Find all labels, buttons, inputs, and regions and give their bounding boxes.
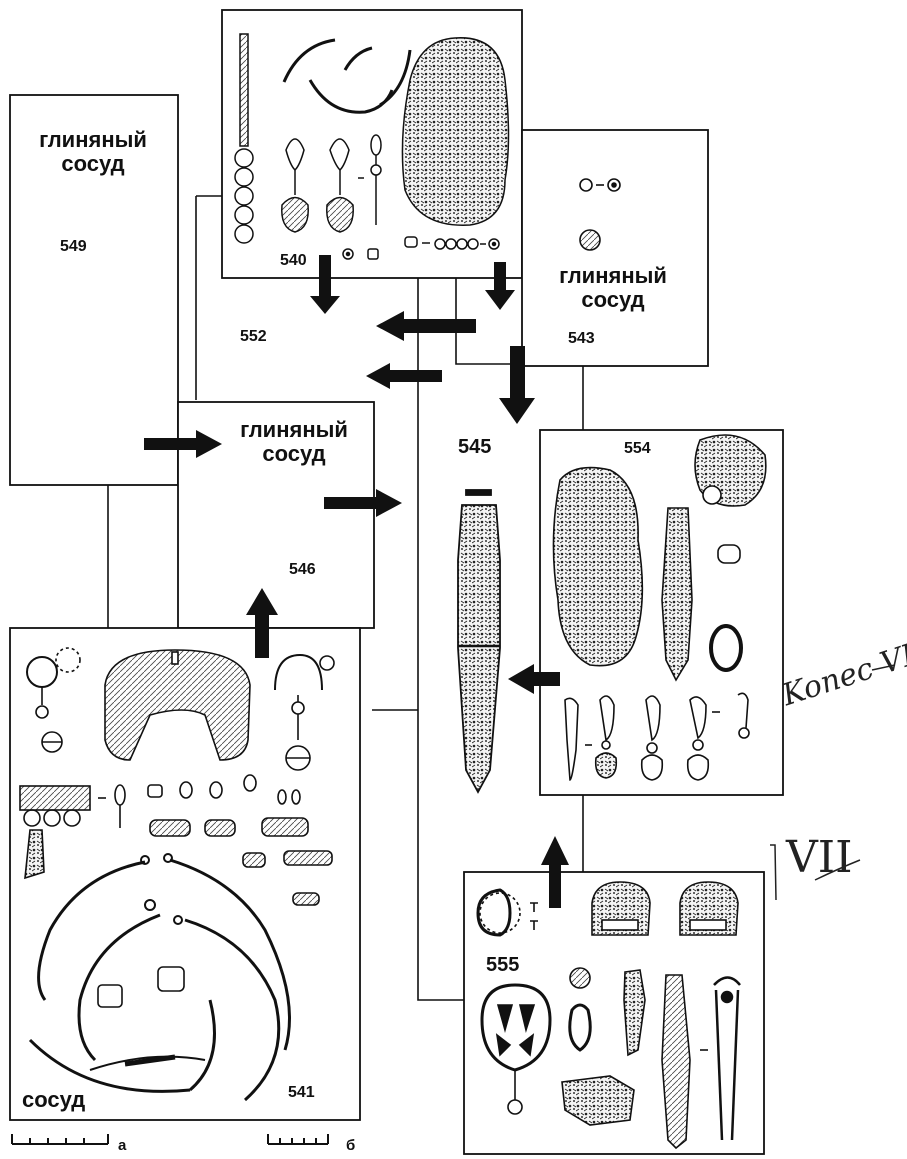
corroded-mass-540 (402, 38, 508, 225)
pot-label-541: сосуд (22, 1088, 85, 1112)
id-label-546: 546 (289, 561, 316, 579)
scale-bar-a (12, 1134, 108, 1144)
box-543 (522, 130, 708, 366)
id-label-540: 540 (280, 252, 307, 270)
belt-plate-artifact-2 (680, 882, 738, 935)
id-label-541: 541 (288, 1084, 315, 1102)
blade-fragment-554 (662, 508, 692, 680)
id-label-555: 555 (486, 954, 519, 976)
id-label-543: 543 (568, 330, 595, 348)
bead-string-artifact (235, 149, 253, 243)
knife-artifact-545 (458, 490, 500, 792)
corroded-mass-554 (553, 468, 642, 666)
bead-artifact (580, 179, 592, 191)
pot-label-546: глиняный сосуд (230, 418, 358, 466)
id-label-552: 552 (240, 328, 267, 346)
bead-555 (570, 968, 590, 988)
scale-bars (12, 1134, 328, 1144)
handwritten-note-vii: VII (786, 832, 853, 883)
bead-554 (718, 545, 740, 563)
pot-label-549: глиняный сосуд (18, 128, 168, 176)
scale-label-b: б (346, 1138, 355, 1155)
scale-label-a: а (118, 1138, 126, 1155)
needle-artifact (240, 34, 248, 146)
belt-plate-artifact-1 (592, 882, 650, 935)
id-label-545: 545 (458, 436, 491, 458)
arrow-to-552-lower (366, 363, 442, 389)
pot-label-543: глиняный сосуд (548, 264, 678, 312)
id-label-554: 554 (624, 440, 651, 458)
bead-artifact-large (580, 230, 600, 250)
id-label-549: 549 (60, 238, 87, 256)
arrow-to-552 (376, 311, 476, 341)
scale-bar-b (268, 1134, 328, 1144)
